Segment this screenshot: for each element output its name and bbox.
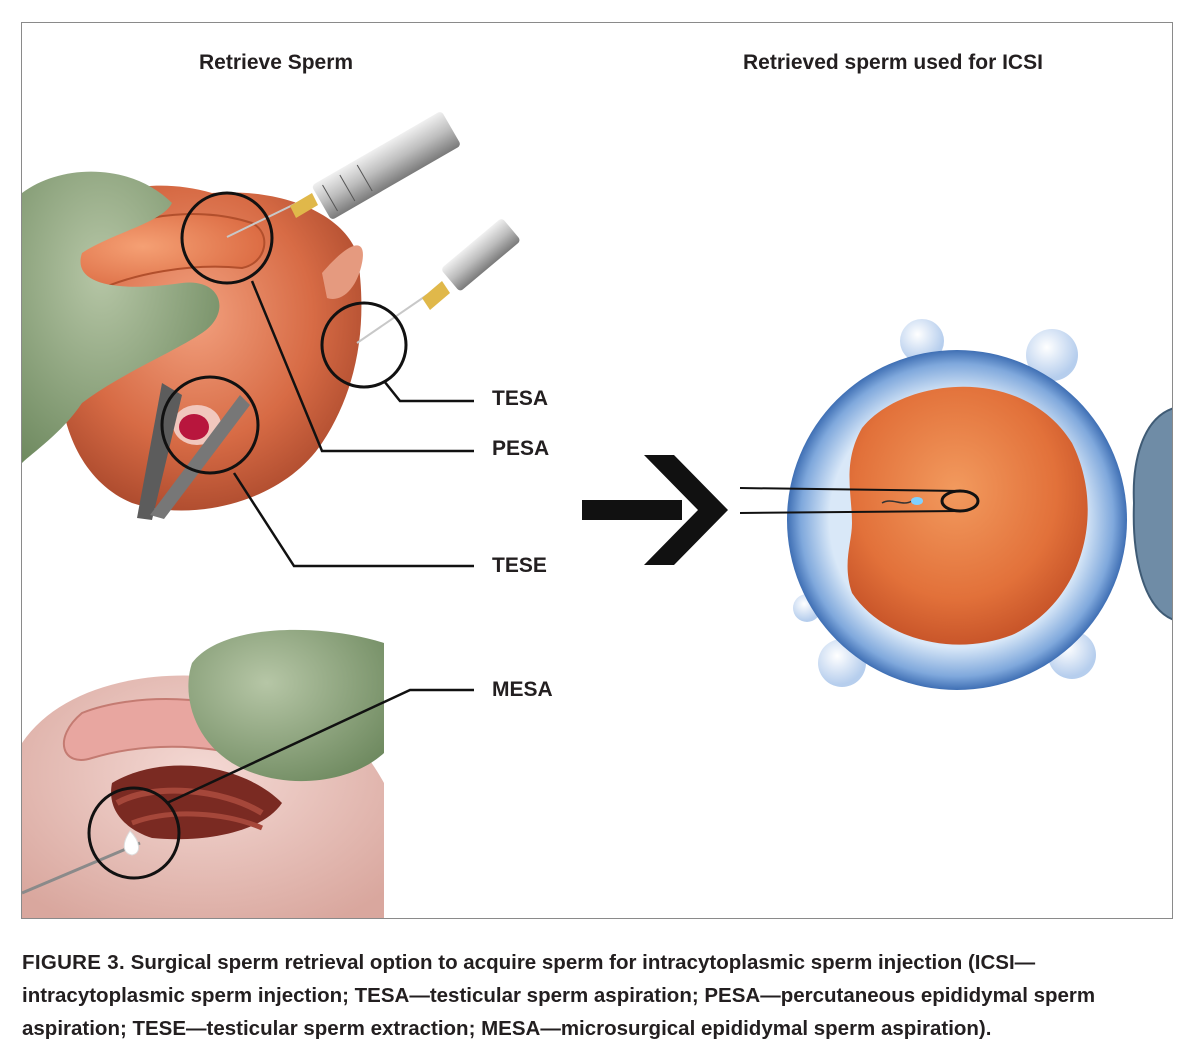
bubble-icon xyxy=(1026,329,1078,381)
needle-pesa xyxy=(226,202,298,238)
gloved-hand-upper xyxy=(22,171,220,464)
glove-icon xyxy=(22,171,220,464)
needle-hub-tesa xyxy=(422,281,450,310)
label-tese: TESE xyxy=(492,554,547,577)
sperm-droplet-icon xyxy=(123,830,139,856)
tese-leader-line xyxy=(232,472,474,568)
tesa-leader-line xyxy=(383,380,474,403)
arrow-icon xyxy=(582,455,728,565)
label-pesa: PESA xyxy=(492,437,550,460)
figure-caption: FIGURE 3. Surgical sperm retrieval optio… xyxy=(22,946,1172,1045)
syringe-pesa xyxy=(226,112,460,238)
syringe-tesa xyxy=(356,219,520,344)
label-tesa: TESA xyxy=(492,387,549,410)
pesa-leader-line xyxy=(250,280,474,453)
oocyte-cytoplasm xyxy=(847,386,1088,645)
mesa-leader-line xyxy=(166,688,474,805)
holding-pipette xyxy=(1132,407,1172,621)
syringe-barrel-tesa xyxy=(442,219,520,291)
heading-retrieve-sperm: Retrieve Sperm xyxy=(199,51,354,74)
tese-callout-circle xyxy=(160,375,260,475)
sperm-tail xyxy=(881,500,913,504)
needle-hub-pesa xyxy=(290,193,318,218)
tese-incision xyxy=(137,383,250,520)
figure-frame: Retrieve Sperm Retrieved sperm used for … xyxy=(21,22,1173,919)
tesa-callout-circle xyxy=(320,301,408,389)
testis-flap xyxy=(322,245,363,299)
pesa-callout-circle xyxy=(180,191,274,285)
mesa-callout-circle xyxy=(87,786,181,880)
heading-retrieved-sperm-icsi: Retrieved sperm used for ICSI xyxy=(743,51,1043,74)
mesa-needle xyxy=(22,841,141,895)
pipette-top-edge xyxy=(739,487,961,492)
caption-figure-number: FIGURE 3. xyxy=(22,951,125,974)
oocyte-illustration xyxy=(739,319,1172,690)
mesa-inset xyxy=(22,629,474,918)
forceps-left-icon xyxy=(137,383,182,520)
sperm-head-icon xyxy=(911,497,923,505)
pipette-bottom-edge xyxy=(739,510,961,514)
illustration-canvas xyxy=(22,112,1172,918)
mesa-glove-icon xyxy=(188,629,384,782)
label-mesa: MESA xyxy=(492,678,553,701)
forceps-right-icon xyxy=(150,395,250,519)
caption-text: Surgical sperm retrieval option to acqui… xyxy=(22,951,1096,1040)
needle-tesa xyxy=(356,294,428,344)
